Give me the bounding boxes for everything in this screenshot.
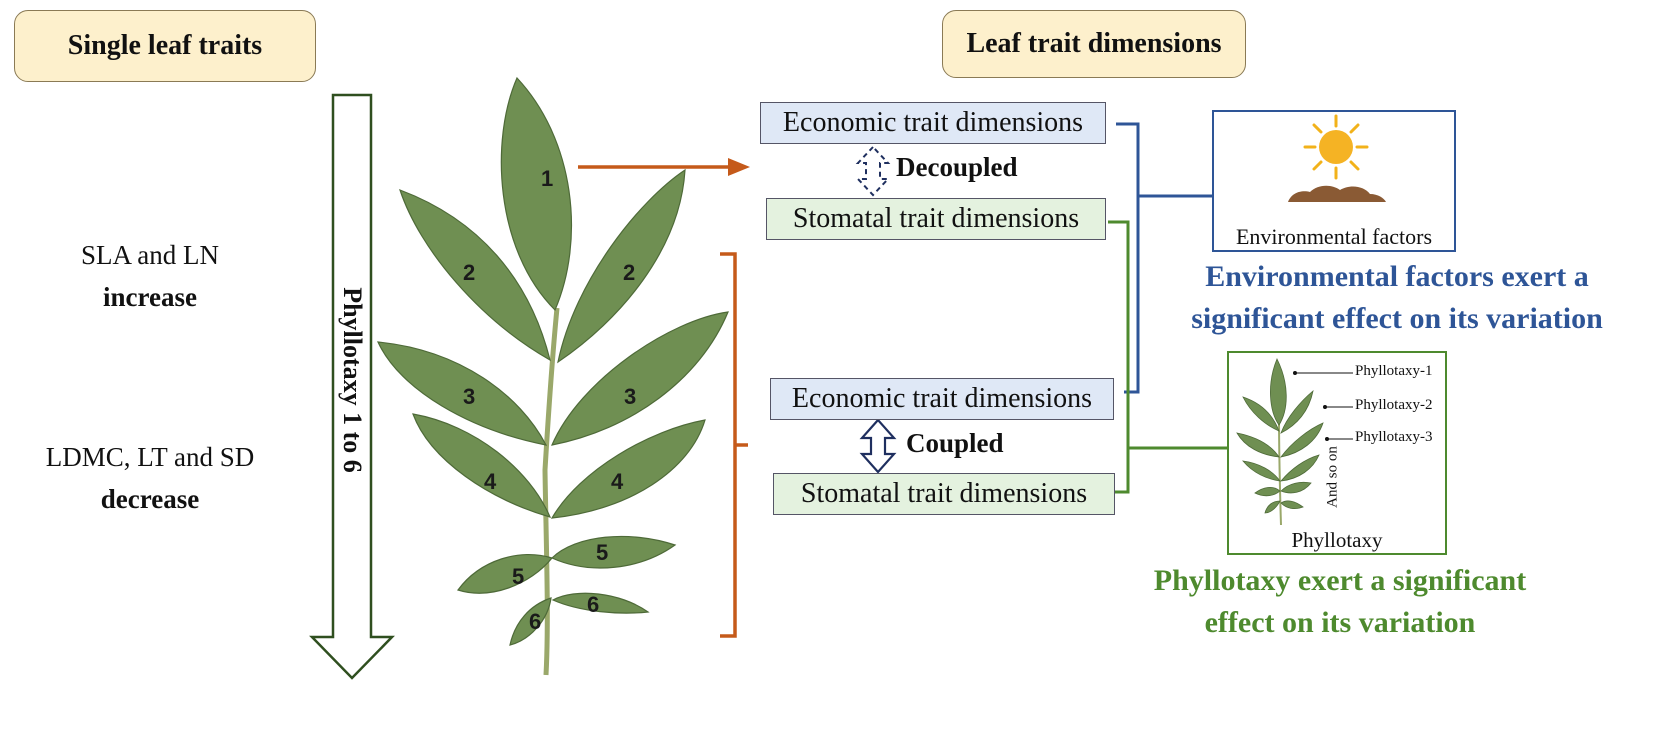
leaflet-number-3-left: 3: [463, 384, 476, 409]
decoupled-arrow: [855, 145, 891, 197]
coupled-label: Coupled: [906, 428, 1004, 458]
bottom-stomatal-trait-box: Stomatal trait dimensions: [773, 473, 1115, 515]
phyllotaxy-label-3: Phyllotaxy-3: [1355, 429, 1433, 445]
header-single-leaf-traits: Single leaf traits: [14, 10, 316, 82]
increase-line1: SLA and LN: [81, 240, 219, 270]
phyllotaxy-effect-text: Phyllotaxy exert a significant effect on…: [1110, 560, 1570, 644]
green-connector: [1108, 220, 1227, 494]
environment-effect-line1: Environmental factors exert a: [1205, 260, 1589, 293]
phyllotaxy-down-arrow: [309, 93, 395, 680]
leaflet-5-right: [550, 535, 677, 569]
leaflet-number-5-left: 5: [512, 564, 525, 589]
phyllotaxy-label-1: Phyllotaxy-1: [1355, 363, 1433, 379]
leaflet-6-right: [551, 592, 650, 614]
decrease-line1: LDMC, LT and SD: [45, 442, 255, 472]
increase-text: SLA and LN increase: [20, 234, 280, 318]
phyllotaxy-effect-line1: Phyllotaxy exert a significant: [1153, 564, 1527, 597]
coupled-arrow: [859, 418, 897, 474]
soil-icon: [1288, 185, 1386, 202]
environment-effect-text: Environmental factors exert a significan…: [1140, 256, 1654, 340]
leaflet-number-6-right: 6: [587, 592, 600, 617]
decoupled-label: Decoupled: [896, 152, 1018, 182]
leaflet-number-4-right: 4: [611, 469, 624, 494]
phyllotaxy-pointer-dots: [1293, 371, 1329, 441]
leaflet-number-2-right: 2: [623, 260, 636, 285]
and-so-on-label: And so on: [1324, 446, 1341, 508]
leaflet-3-right: [550, 311, 729, 446]
leaflet-number-3-right: 3: [624, 384, 637, 409]
leaflet-1: [500, 76, 573, 312]
phyllotaxy-panel: Phyllotaxy-1 Phyllotaxy-2 Phyllotaxy-3 A…: [1227, 351, 1447, 555]
leaflet-3-left: [377, 341, 548, 446]
blue-connector: [1116, 122, 1212, 394]
decrease-text: LDMC, LT and SD decrease: [20, 436, 280, 520]
phyllotaxy-caption: Phyllotaxy: [1291, 528, 1383, 552]
phyllotaxy-effect-line2: effect on its variation: [1204, 606, 1476, 639]
leaflet-number-6-left: 6: [529, 609, 542, 634]
decrease-line2: decrease: [100, 484, 200, 514]
phyllotaxy-pointer-lines: [1295, 372, 1353, 440]
top-stomatal-trait-box: Stomatal trait dimensions: [766, 198, 1106, 240]
leaflet-number-2-left: 2: [463, 260, 476, 285]
leaflet-4-left: [412, 413, 552, 518]
phyllotaxy-label-2: Phyllotaxy-2: [1355, 397, 1433, 413]
orange-bracket: [720, 252, 748, 638]
leaflet-2-right: [557, 168, 686, 364]
top-economic-trait-box: Economic trait dimensions: [760, 102, 1106, 144]
leaflet-number-1: 1: [541, 166, 554, 191]
phyllotaxy-arrow-label: Phyllotaxy 1 to 6: [338, 287, 367, 473]
leaflet-5-left: [457, 554, 554, 594]
environment-panel: Environmental factors: [1212, 110, 1456, 252]
header-leaf-trait-dimensions: Leaf trait dimensions: [942, 10, 1246, 78]
increase-line2: increase: [103, 282, 197, 312]
sun-and-soil-icon: [1288, 114, 1386, 202]
compound-leaf: [377, 76, 729, 676]
environment-caption: Environmental factors: [1235, 224, 1433, 249]
bottom-economic-trait-box: Economic trait dimensions: [770, 378, 1114, 420]
orange-arrowhead: [728, 158, 750, 176]
leaflet-4-right: [550, 419, 706, 519]
leaflet-number-4-left: 4: [484, 469, 497, 494]
sun-icon: [1303, 114, 1369, 180]
leaflet-number-5-right: 5: [596, 540, 609, 565]
leaflet-6-left: [509, 597, 552, 646]
environment-effect-line2: significant effect on its variation: [1191, 302, 1603, 335]
leaf-rachis: [542, 307, 560, 676]
leaflet-2-left: [399, 188, 551, 362]
mini-compound-leaf: [1236, 358, 1353, 526]
